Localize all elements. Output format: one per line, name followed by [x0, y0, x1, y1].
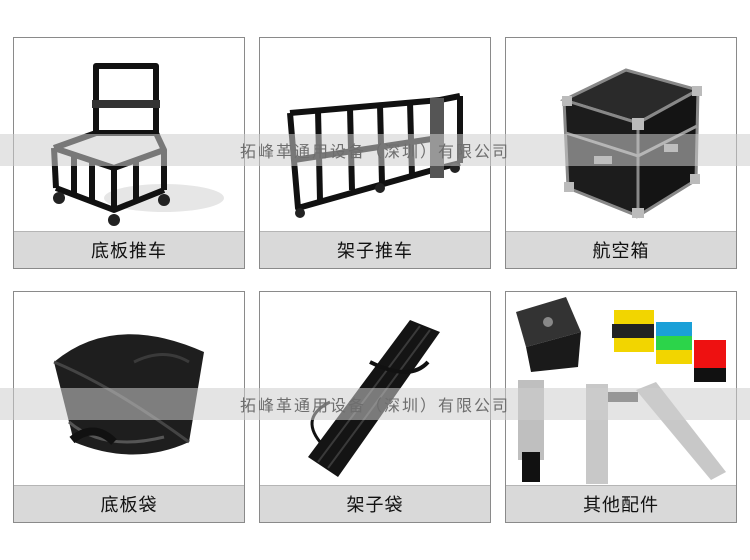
product-card-floor-bag[interactable]: 底板袋 — [13, 291, 245, 523]
product-label[interactable]: 架子袋 — [260, 485, 490, 522]
product-label[interactable]: 底板推车 — [14, 231, 244, 268]
rack-cart-image — [260, 38, 490, 232]
product-card-rack-bag[interactable]: 架子袋 — [259, 291, 491, 523]
floor-bag-image — [14, 292, 244, 486]
product-card-flight-case[interactable]: 航空箱 — [505, 37, 737, 269]
product-label[interactable]: 航空箱 — [506, 231, 736, 268]
product-card-floor-cart[interactable]: 底板推车 — [13, 37, 245, 269]
rack-bag-image — [260, 292, 490, 486]
flight-case-image — [506, 38, 736, 232]
product-label[interactable]: 其他配件 — [506, 485, 736, 522]
product-label[interactable]: 架子推车 — [260, 231, 490, 268]
product-card-accessories[interactable]: 其他配件 — [505, 291, 737, 523]
product-label[interactable]: 底板袋 — [14, 485, 244, 522]
accessories-image — [506, 292, 736, 486]
floor-cart-image — [14, 38, 244, 232]
product-card-rack-cart[interactable]: 架子推车 — [259, 37, 491, 269]
